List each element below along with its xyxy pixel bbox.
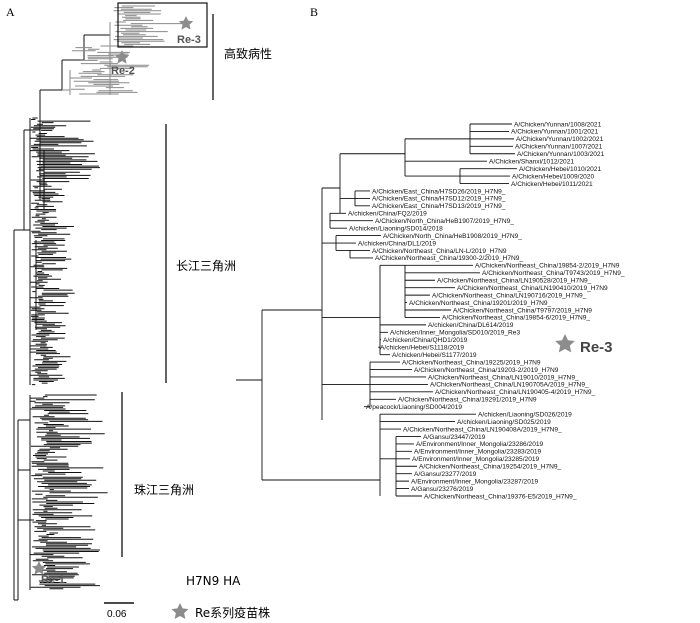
leaf-label: A/Gansu/23276/2019: [411, 486, 474, 493]
re2-label: Re-2: [111, 65, 135, 77]
leaf-label: A/Chicken/Northeast_China/T9743/2019_H7N…: [482, 270, 625, 277]
leaf-label: A/Chicken/Northeast_China/19300-2/2019_H…: [375, 255, 523, 262]
leaf-label: A/Chicken/Yunnan/1007/2021: [515, 144, 603, 151]
re1-label: Re-1: [41, 574, 65, 586]
leaf-label: A/chicken/Liaoning/SD025/2019: [457, 419, 551, 426]
leaf-label: A/chicken/Inner_Mongolia/SD010/2019_Re3: [390, 330, 520, 337]
re3-b-label: Re-3: [580, 339, 613, 356]
leaf-label: A/Chicken/Northeast_China/19376-E5/2019_…: [424, 493, 577, 500]
re2-star-icon: [114, 50, 130, 64]
leaf-label: A/chicken/Liaoning/SD014/2018: [349, 225, 443, 232]
leaf-label: A/chicken/China/DL1/2019: [358, 240, 436, 247]
leaf-label: A/Environment/Inner_Mongolia/23283/2019: [414, 449, 542, 456]
leaf-label: A/Gansu/23447/2019: [423, 434, 486, 441]
hp-clade-tips: [62, 5, 183, 95]
leaf-label: A/Chicken/Yunnan/1002/2021: [516, 136, 604, 143]
leaf-label: A/Chicken/Northeast_China/LN190408A/2019…: [403, 426, 562, 433]
panel-b-branches: [236, 123, 517, 497]
re3-highlight-box: [117, 2, 208, 48]
leaf-label: A/Chicken/Northeast_China/LN-L/2019_H7N9: [372, 248, 507, 255]
leaf-label: A/Chicken/Northeast_China/19291/2019_H7N…: [398, 397, 537, 404]
leaf-label: A/chicken/China/FQ2/2019: [348, 211, 427, 218]
yangtze-clade-branches: [24, 117, 100, 386]
leaf-label: A/Chicken/Northeast_China/LN190410/2019_…: [457, 285, 608, 292]
panel-b-letter: B: [310, 5, 318, 19]
leaf-label: A/Chicken/Hebei/1011/2021: [511, 181, 593, 188]
leaf-label: A/Chicken/Northeast_China/19225/2019_H7N…: [402, 359, 541, 366]
leaf-label: A/chicken/Hebei/S1177/2019: [392, 352, 477, 359]
hp-clade-branches: [62, 5, 183, 95]
leaf-label: A/Chicken/Shanxi/1012/2021: [489, 159, 574, 166]
yangtze-clade-tips: [24, 117, 100, 386]
clade-label-yangtze: 长江三角洲: [176, 259, 236, 273]
leaf-label: A/Chicken/Northeast_China/T9797/2019_H7N…: [453, 307, 592, 314]
leaf-label: A/Chicken/North_China/HeB1907/2019_H7N9_: [375, 218, 514, 225]
leaf-label: A/chicken/Liaoning/SD026/2019: [478, 411, 572, 418]
leaf-label: A/Chicken/Northeast_China/19203-2/2019_H…: [414, 367, 559, 374]
leaf-label: A/Chicken/Northeast_China/19201/2019_H7N…: [409, 300, 552, 307]
pearl-clade-branches: [18, 394, 108, 590]
panel-b: B A/Chicken/Yunnan/1008/2021A/Chicken/Yu…: [236, 5, 625, 500]
leaf-label: A/Environment/Inner_Mongolia/23286/2019: [416, 441, 544, 448]
leaf-label: A/Chicken/Northeast_China/LN190528/2019_…: [437, 278, 592, 285]
leaf-label: A/Chicken/North_China/HeB1908/2019_H7N9_: [383, 233, 522, 240]
leaf-label: A/Chicken/Northeast_China/LN190405-4/201…: [435, 389, 596, 396]
leaf-label: A/Chicken/Yunnan/1008/2021: [514, 121, 602, 128]
panel-b-leaves: A/Chicken/Yunnan/1008/2021A/Chicken/Yunn…: [348, 121, 625, 500]
panel-b-tree: [236, 123, 517, 497]
re3-label: Re-3: [177, 34, 201, 46]
tree-root: [13, 229, 34, 601]
leaf-label: A/Chicken/Northeast_China/LN190705A/2019…: [430, 382, 589, 389]
pearl-clade-tips: [18, 394, 108, 590]
leaf-label: A/Chicken/Northeast_China/19254/2019_H7N…: [419, 464, 562, 471]
leaf-label: A/Environment/Inner_Mongolia/23287/2019: [411, 478, 539, 485]
clade-label-hp: 高致病性: [224, 46, 272, 61]
leaf-label: A/Chicken/Northeast_China/19854-2/2019_H…: [475, 263, 620, 270]
leaf-label: A/Chicken/Northeast_China/LN190716/2019_…: [432, 292, 587, 299]
re1-star-icon: [31, 561, 47, 575]
leaf-label: A/Chicken/East_China/H7SD13/2019_H7N9_: [372, 203, 506, 210]
leaf-label: A/Chicken/Yunnan/1001/2021: [511, 129, 599, 136]
leaf-label: A/Gansu/23277/2019: [414, 471, 477, 478]
leaf-label: A/Environment/Inner_Mongolia/23285/2019: [412, 456, 540, 463]
leaf-label: A/Chicken/Hebei/1010/2021: [519, 166, 601, 173]
leaf-label: A/Chicken/East_China/H7SD26/2019_H7N9_: [372, 188, 506, 195]
panel-a: A 高致病性 长江三角洲 珠江三角洲 Re-3 Re-2: [6, 2, 272, 620]
clade-label-pearl: 珠江三角洲: [134, 483, 194, 497]
leaf-label: A/peacock/Liaoning/SD004/2019: [366, 404, 462, 411]
leaf-label: A/Chicken/Northeast_China/LN19010/2019_H…: [428, 374, 579, 381]
leaf-label: A/Chicken/Northeast_China/19854-6/2019_H…: [442, 315, 590, 322]
leaf-label: A/chicken/China/DL614/2019: [428, 322, 514, 329]
leaf-label: A/Chicken/East_China/H7SD12/2019_H7N9_: [372, 196, 506, 203]
legend-label: Re系列疫苗株: [195, 605, 270, 620]
re3-star-icon: [178, 16, 194, 30]
leaf-label: A/chicken/Hebei/S1118/2019: [380, 345, 464, 352]
panel-a-caption: H7N9 HA: [186, 574, 241, 588]
leaf-label: A/Chicken/Hebei/1009/2020: [512, 173, 594, 180]
leaf-label: A/Chicken/Yunnan/1003/2021: [517, 151, 605, 158]
scale-bar-label: 0.06: [107, 609, 127, 620]
legend-star-icon: [171, 603, 189, 619]
re3-b-star-icon: [555, 334, 575, 353]
panel-a-letter: A: [6, 5, 15, 19]
leaf-label: A/chicken/China/QHD1/2019: [383, 337, 468, 344]
